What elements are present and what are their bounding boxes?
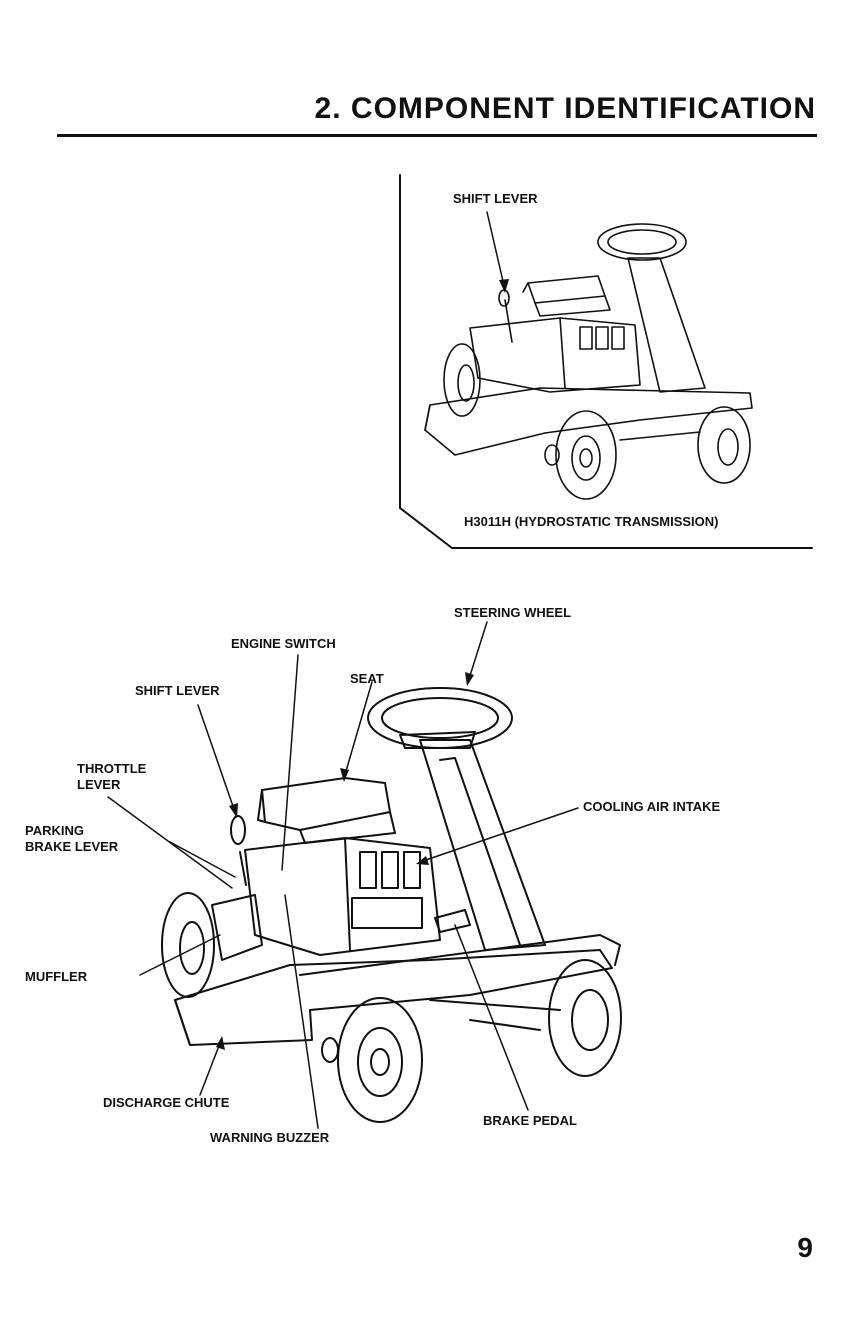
label-discharge-chute: DISCHARGE CHUTE [103, 1095, 229, 1111]
inset-mower-illustration [425, 224, 752, 499]
main-mower-illustration [162, 688, 621, 1122]
label-steering-wheel: STEERING WHEEL [454, 605, 571, 621]
label-muffler: MUFFLER [25, 969, 87, 985]
label-shift-lever: SHIFT LEVER [135, 683, 220, 699]
label-parking-brake-line2: BRAKE LEVER [25, 839, 118, 855]
label-throttle-lever-line1: THROTTLE [77, 761, 146, 777]
label-engine-switch: ENGINE SWITCH [231, 636, 336, 652]
label-brake-pedal: BRAKE PEDAL [483, 1113, 577, 1129]
label-warning-buzzer: WARNING BUZZER [210, 1130, 329, 1146]
page-number: 9 [797, 1232, 813, 1264]
inset-caption: H3011H (HYDROSTATIC TRANSMISSION) [464, 514, 719, 530]
label-seat: SEAT [350, 671, 384, 687]
inset-label-shift-lever: SHIFT LEVER [453, 191, 538, 207]
leader-lines [108, 212, 578, 1128]
label-parking-brake-line1: PARKING [25, 823, 84, 839]
label-throttle-lever-line2: LEVER [77, 777, 120, 793]
label-cooling-air-intake: COOLING AIR INTAKE [583, 799, 720, 815]
